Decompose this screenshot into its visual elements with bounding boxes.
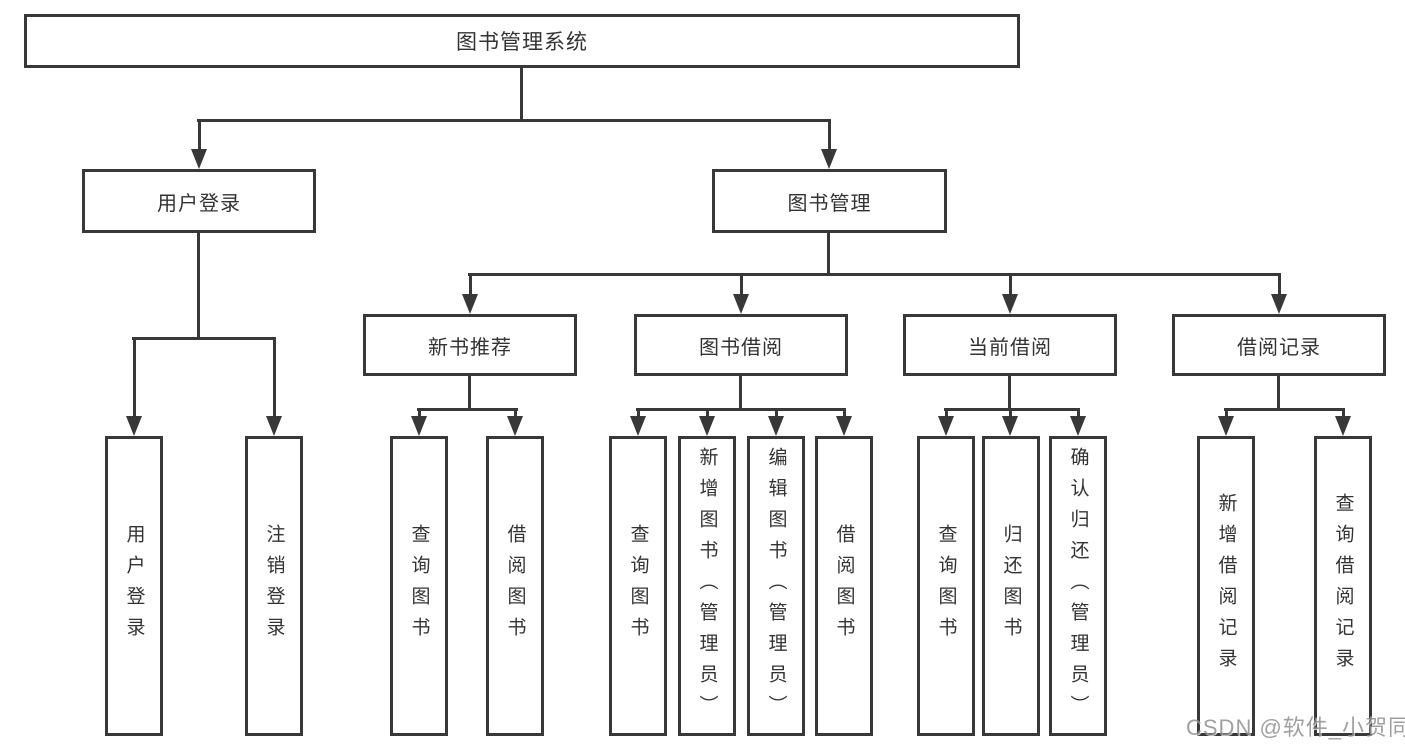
leaf-logout: 注销登录 [245,436,303,736]
arrow-to-user-login [191,119,207,169]
connector-groupD-vline [1277,374,1280,411]
node-new-book-recommend: 新书推荐 [363,314,577,376]
node-label: 用户登录 [157,192,241,215]
connector-login-vline [197,232,200,340]
csdn-watermark: CSDN @软件_小贺同学 [1186,715,1405,740]
leaf-query-books-borrow: 查询图书 [609,436,667,736]
connector-groupA-vline [468,374,471,411]
connector-root-vline [520,67,523,122]
connector-groupC-vline [1008,374,1011,411]
node-book-borrow: 图书借阅 [634,314,848,376]
leaf-edit-book-admin: 编辑图书（管理员） [747,436,805,736]
connector-mgmt-hline [468,273,1281,276]
arrow-to-borrow-records [1271,273,1287,314]
arrow-groupB-3 [768,408,784,436]
connector-root-hline [197,119,831,122]
connector-groupB-vline [739,374,742,411]
leaf-label: 查询图书 [627,524,649,648]
leaf-label: 查询借阅记录 [1332,493,1354,679]
arrow-groupA-1 [411,408,427,436]
connector-groupB-hline [636,408,846,411]
leaf-confirm-return-admin: 确认归还（管理员） [1049,436,1107,736]
node-label: 当前借阅 [968,336,1052,359]
node-label: 新书推荐 [428,336,512,359]
arrow-groupA-2 [507,408,523,436]
connector-mgmt-vline [827,232,830,276]
leaf-label: 新增图书（管理员） [696,446,718,726]
arrow-to-book-borrow [733,273,749,314]
node-book-management: 图书管理 [712,169,947,233]
leaf-query-borrow-record: 查询借阅记录 [1314,436,1372,736]
arrow-to-leaf-user-login [126,337,142,436]
node-library-management-system: 图书管理系统 [24,14,1020,68]
connector-login-hline [132,337,276,340]
leaf-borrow-books-recommend: 借阅图书 [486,436,544,736]
leaf-label: 借阅图书 [504,524,526,648]
connector-groupD-hline [1224,408,1345,411]
leaf-label: 新增借阅记录 [1215,493,1237,679]
leaf-add-borrow-record: 新增借阅记录 [1197,436,1255,736]
leaf-user-login: 用户登录 [105,436,163,736]
node-user-login: 用户登录 [82,169,316,233]
connector-groupC-hline [944,408,1080,411]
leaf-query-books-recommend: 查询图书 [390,436,448,736]
leaf-label: 查询图书 [408,524,430,648]
node-label: 图书管理 [787,192,872,215]
arrow-groupD-1 [1218,408,1234,436]
leaf-query-books-current: 查询图书 [917,436,975,736]
arrow-to-current-borrow [1002,273,1018,314]
leaf-label: 编辑图书（管理员） [765,446,787,726]
leaf-add-book-admin: 新增图书（管理员） [678,436,736,736]
node-borrow-records: 借阅记录 [1172,314,1386,376]
arrow-groupC-2 [1002,408,1018,436]
arrow-groupD-2 [1335,408,1351,436]
node-current-borrow: 当前借阅 [903,314,1117,376]
arrow-groupB-4 [836,408,852,436]
leaf-label: 用户登录 [123,524,145,648]
leaf-label: 归还图书 [1000,524,1022,648]
leaf-borrow-books-borrow: 借阅图书 [815,436,873,736]
leaf-return-book: 归还图书 [982,436,1040,736]
node-label: 借阅记录 [1237,336,1321,359]
arrow-groupB-1 [630,408,646,436]
node-label: 图书借阅 [699,336,783,359]
arrow-to-book-management [821,119,837,169]
connector-groupA-hline [417,408,518,411]
leaf-label: 确认归还（管理员） [1067,446,1089,726]
node-label: 图书管理系统 [456,31,588,54]
arrow-to-leaf-logout [266,337,282,436]
leaf-label: 借阅图书 [833,524,855,648]
leaf-label: 注销登录 [263,524,285,648]
arrow-groupC-3 [1070,408,1086,436]
leaf-label: 查询图书 [935,524,957,648]
arrow-groupC-1 [938,408,954,436]
arrow-groupB-2 [699,408,715,436]
arrow-to-new-book-recommend [462,273,478,314]
